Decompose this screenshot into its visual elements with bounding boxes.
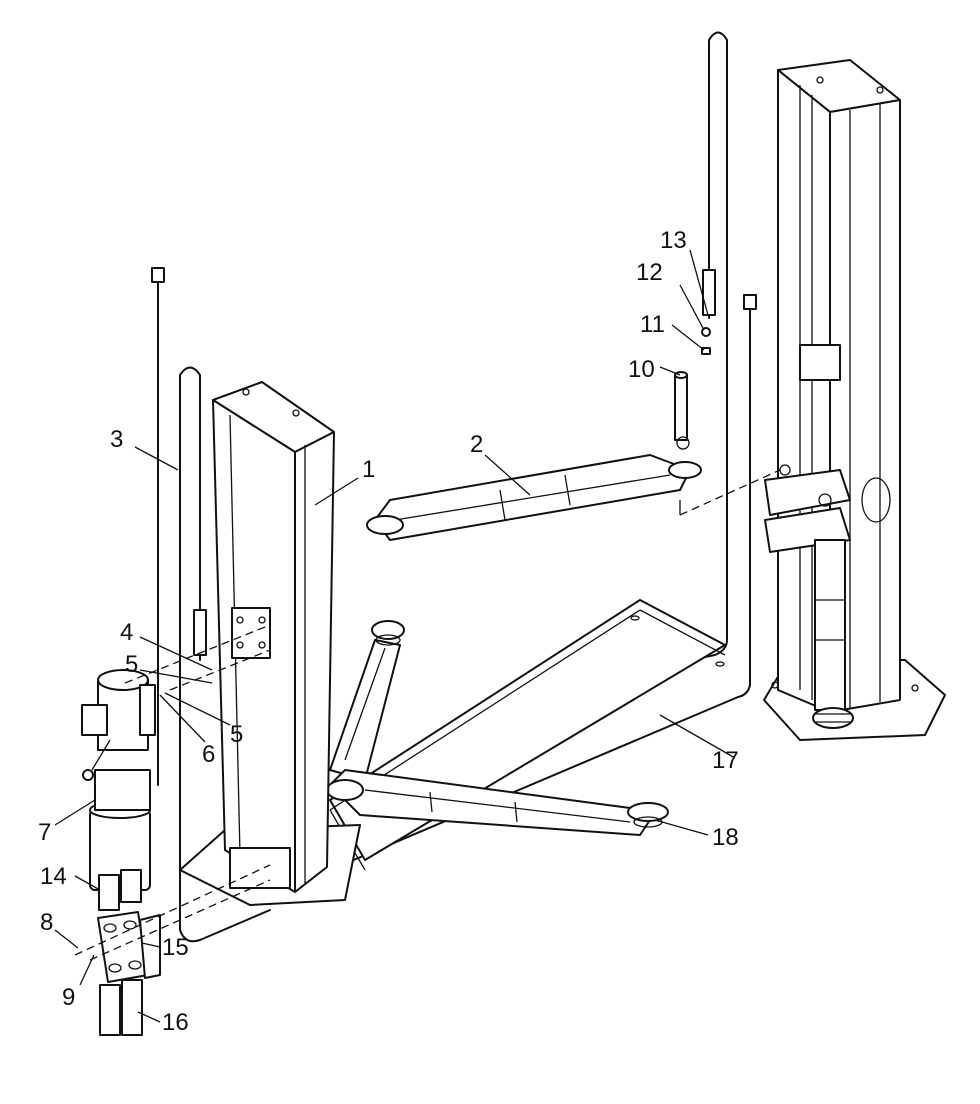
callout-3: 3 xyxy=(110,426,123,453)
callout-13: 13 xyxy=(660,227,687,254)
callout-5a: 5 xyxy=(125,651,138,678)
callout-labels: 1 2 3 4 5 5 6 7 8 9 10 11 12 13 14 15 16… xyxy=(38,227,739,1036)
callout-5b: 5 xyxy=(230,721,243,748)
callout-8: 8 xyxy=(40,909,53,936)
arm-18 xyxy=(326,769,669,836)
right-column xyxy=(763,59,946,741)
hydraulic-hose-3 xyxy=(179,366,271,943)
callout-15: 15 xyxy=(162,934,189,961)
callout-4: 4 xyxy=(120,619,133,646)
return-hose xyxy=(329,294,757,871)
callout-6: 6 xyxy=(202,741,215,768)
arm-front-upper xyxy=(329,620,405,781)
alignment-lines xyxy=(74,469,781,961)
short-hose xyxy=(151,267,165,786)
callout-2: 2 xyxy=(470,431,483,458)
coupling-assembly xyxy=(97,869,161,1036)
power-unit xyxy=(81,669,156,891)
callout-9: 9 xyxy=(62,984,75,1011)
callout-18: 18 xyxy=(712,824,739,851)
leader-lines xyxy=(54,249,736,1023)
callout-16: 16 xyxy=(162,1009,189,1036)
callout-1: 1 xyxy=(362,456,375,483)
callout-10: 10 xyxy=(628,356,655,383)
arm-2 xyxy=(366,327,711,541)
callout-11: 11 xyxy=(640,311,665,338)
callout-7: 7 xyxy=(38,819,51,846)
floor-plate xyxy=(329,599,726,871)
hydraulic-hose-right xyxy=(689,31,728,661)
callout-12: 12 xyxy=(636,259,663,286)
callout-17: 17 xyxy=(712,747,739,774)
callout-14: 14 xyxy=(40,863,67,890)
